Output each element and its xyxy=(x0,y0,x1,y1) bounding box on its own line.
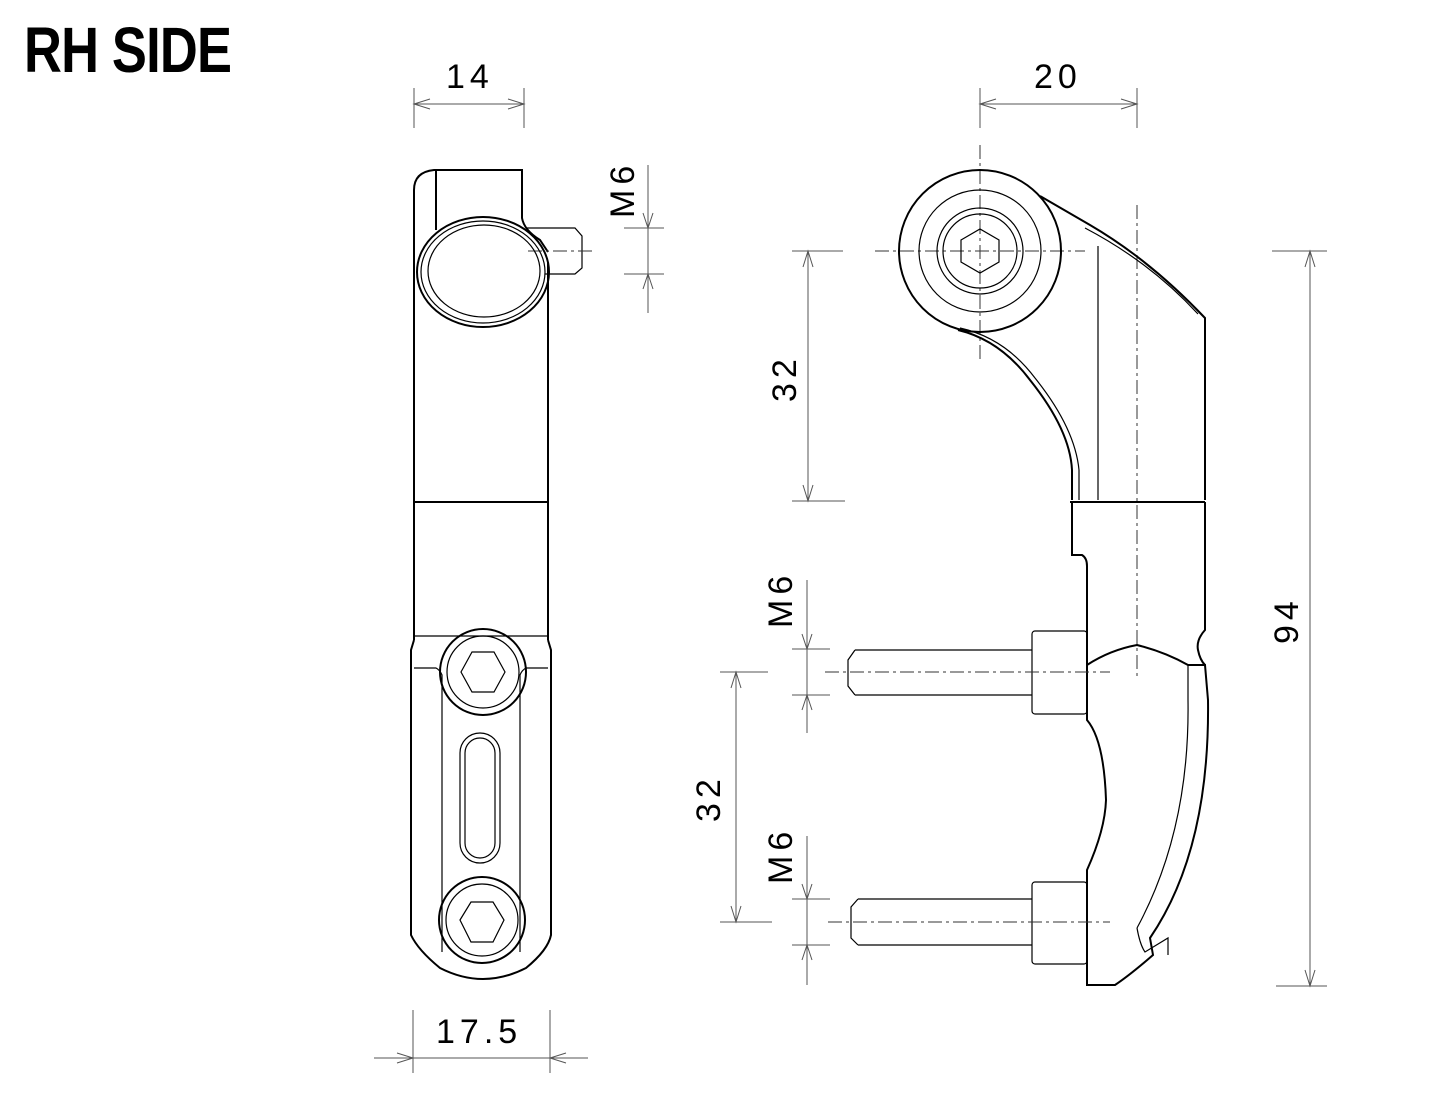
page-title: RH SIDE xyxy=(24,14,232,86)
dimension-thread-upper: M6 xyxy=(762,571,830,733)
dimension-label-32-upper: 32 xyxy=(766,354,804,402)
hex-socket-icon xyxy=(460,651,506,693)
hex-socket-icon xyxy=(960,228,1000,274)
dimension-label-14: 14 xyxy=(446,58,494,96)
dimension-label-32-lower: 32 xyxy=(690,774,728,822)
dimension-overall-height: 94 xyxy=(1268,249,1327,988)
dimension-upper-height: 32 xyxy=(766,249,845,503)
lower-pin xyxy=(828,881,1110,965)
dimension-thread-front: M6 xyxy=(604,161,664,313)
dimension-label-20: 20 xyxy=(1034,58,1082,96)
dimension-lower-height: 32 xyxy=(690,670,772,924)
side-view: 20 xyxy=(690,58,1327,988)
dimension-label-94: 94 xyxy=(1268,596,1306,644)
dimension-top-offset: 20 xyxy=(978,58,1139,128)
upper-pin xyxy=(825,630,1110,715)
front-view: 14 M6 xyxy=(374,58,664,1073)
dimension-label-m6-front: M6 xyxy=(604,161,642,218)
dimension-label-m6-upper: M6 xyxy=(762,571,800,628)
dimension-top-width: 14 xyxy=(412,58,526,128)
dimension-label-17-5: 17.5 xyxy=(436,1013,522,1051)
dimension-thread-lower: M6 xyxy=(762,827,830,985)
dimension-label-m6-lower: M6 xyxy=(762,827,800,884)
dimension-bottom-width: 17.5 xyxy=(374,1010,588,1073)
hex-socket-icon xyxy=(459,901,505,943)
